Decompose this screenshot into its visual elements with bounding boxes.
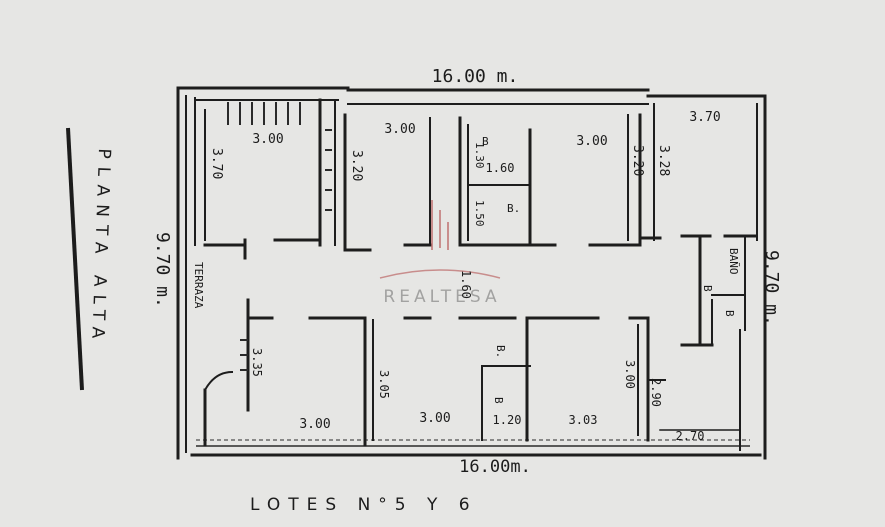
room-dim: 1.60 — [486, 161, 515, 175]
room-dim: 3.20 — [630, 145, 645, 176]
left-height-label: 9.70 m. — [152, 232, 173, 308]
room-dim: 3.35 — [250, 348, 264, 377]
side-title-rule — [66, 127, 84, 391]
room-dim: 1.30 — [473, 142, 486, 169]
room-dim: 3.05 — [377, 370, 391, 399]
room-dim: 3.70 — [209, 148, 224, 179]
stair-hatching — [227, 102, 332, 371]
room-dim: 3.00 — [384, 122, 415, 137]
watermark-brand: REALTESA — [383, 287, 500, 307]
room-dim: 3.00 — [419, 411, 450, 426]
room-dim: B — [701, 285, 714, 292]
bottom-title: LOTES N°5 Y 6 — [250, 495, 478, 515]
room-dim: 2.90 — [649, 378, 663, 407]
top-width-label: 16.00 m. — [432, 66, 519, 87]
right-height-label: 9.70 m. — [761, 250, 782, 326]
room-dim: B — [482, 135, 489, 148]
room-dim: 3.00 — [623, 360, 637, 389]
room-dim: 1.50 — [473, 200, 486, 227]
room-dim: B. — [507, 202, 520, 215]
room-dim: 3.00 — [252, 132, 283, 147]
watermark: REALTESA — [379, 200, 501, 307]
terrace-label: TERRAZA — [192, 262, 205, 309]
room-dim: B — [492, 397, 505, 404]
room-dim: 2.70 — [676, 429, 705, 443]
room-dim: 3.70 — [689, 110, 720, 125]
room-dim: 3.00 — [576, 134, 607, 149]
bottom-width-label: 16.00m. — [459, 457, 531, 477]
room-dim: 3.00 — [299, 417, 330, 432]
room-dimensions: 3.00 3.70 3.00 3.20 B 1.30 1.60 1.50 B. … — [209, 110, 736, 443]
interior-walls — [194, 97, 757, 451]
room-dim: B. — [494, 345, 507, 358]
room-dim: 1.60 — [459, 270, 473, 299]
outer-walls — [176, 86, 767, 460]
room-dim: B — [723, 310, 736, 317]
room-dim: 1.20 — [493, 413, 522, 427]
room-dim: 3.20 — [349, 150, 364, 181]
room-dim: 3.03 — [569, 413, 598, 427]
bath-label: BAÑO — [727, 248, 740, 275]
room-dim: 3.28 — [656, 145, 671, 176]
